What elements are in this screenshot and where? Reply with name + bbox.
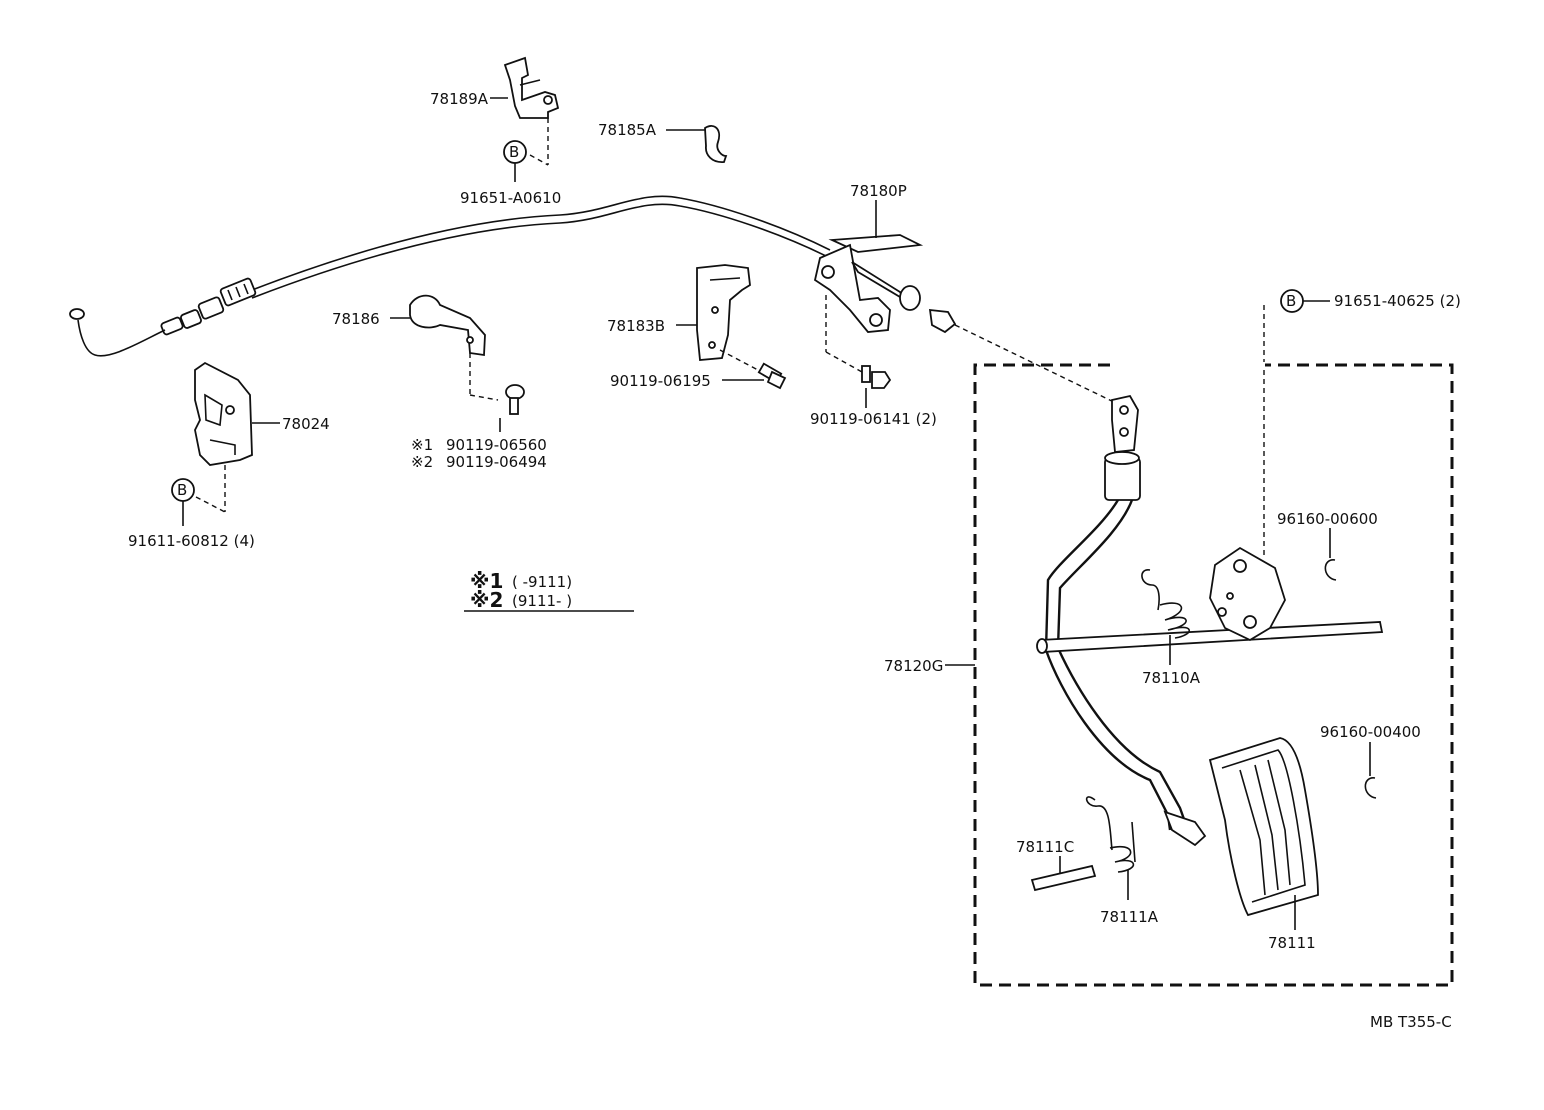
- throttle-cable: [69, 195, 831, 357]
- legend-range-1: ( -9111): [512, 573, 572, 591]
- label-b-left: B: [177, 481, 187, 499]
- pin-78111c: [1030, 856, 1097, 892]
- pedal-arm: [1044, 394, 1207, 847]
- mark-1: ※1: [411, 436, 433, 454]
- label-b-right: B: [1286, 292, 1296, 310]
- bracket-78024: [194, 361, 280, 513]
- label-78111c: 78111C: [1016, 838, 1074, 856]
- label-78183b: 78183B: [607, 317, 665, 335]
- mark-2: ※2: [411, 453, 433, 471]
- label-91651-40625: 91651-40625 (2): [1334, 292, 1461, 310]
- label-78110a: 78110A: [1142, 669, 1201, 687]
- legend-mark-2: ※2: [470, 588, 503, 612]
- bracket-78180p: [813, 200, 1121, 406]
- label-78186: 78186: [332, 310, 380, 328]
- label-90119-06560: 90119-06560: [446, 436, 547, 454]
- label-78120g: 78120G: [884, 657, 943, 675]
- label-78185a: 78185A: [598, 121, 657, 139]
- legend-mark-1: ※1: [470, 569, 503, 593]
- bolt-90119-06141: [861, 365, 892, 408]
- label-91651-a0610: 91651-A0610: [460, 189, 561, 207]
- label-78024: 78024: [282, 415, 330, 433]
- label-78111a: 78111A: [1100, 908, 1159, 926]
- label-96160-00400: 96160-00400: [1320, 723, 1421, 741]
- pedal-assembly-box: [945, 363, 1454, 987]
- bolt-b-marker-top: [503, 140, 527, 182]
- bolt-90119-06195: [722, 362, 787, 390]
- clamp-78185a: [666, 125, 728, 163]
- bolt-b-marker-right: [1263, 289, 1330, 555]
- label-90119-06195: 90119-06195: [610, 372, 711, 390]
- label-78189a: 78189A: [430, 90, 489, 108]
- label-78111: 78111: [1268, 934, 1316, 952]
- label-90119-06141: 90119-06141 (2): [810, 410, 937, 428]
- pedal-pad-78111: [1208, 737, 1319, 930]
- label-91611-60812: 91611-60812 (4): [128, 532, 255, 550]
- clamp-78186: [390, 294, 499, 401]
- bolt-b-marker-left: [171, 478, 195, 526]
- pedal-shaft-rod: [1036, 621, 1384, 654]
- label-b-top: B: [509, 143, 519, 161]
- bracket-78183b: [676, 264, 759, 371]
- spring-78111a: [1085, 796, 1136, 900]
- label-90119-06494: 90119-06494: [446, 453, 547, 471]
- label-96160-00600: 96160-00600: [1277, 510, 1378, 528]
- e-ring-96160-00600: [1324, 528, 1337, 581]
- label-78180p: 78180P: [850, 182, 907, 200]
- diagram-code: MB T355-C: [1370, 1013, 1452, 1031]
- bracket-78189a: [490, 56, 560, 166]
- e-ring-96160-00400: [1364, 742, 1377, 799]
- legend-range-2: (9111- ): [512, 592, 572, 610]
- spring-78110a: [1141, 569, 1190, 665]
- screw-90119-06560: [499, 384, 525, 432]
- bushing-plate: [1209, 546, 1286, 642]
